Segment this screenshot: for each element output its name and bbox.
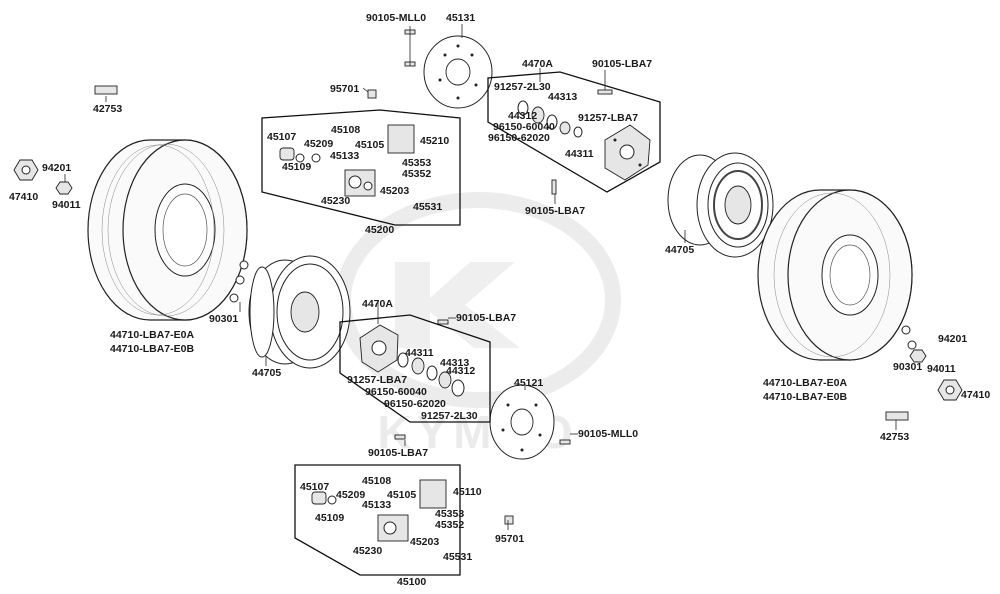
label-47410-right: 47410 (961, 389, 990, 401)
label-96150-60040-top: 96150-60040 (493, 121, 555, 133)
left-wheel-rim (248, 255, 351, 369)
label-44710-e0b-left: 44710-LBA7-E0B (110, 343, 194, 355)
label-47410-left: 47410 (9, 191, 38, 203)
part-labels: 90105-MLL0 45131 95701 42753 45107 45108… (9, 12, 990, 588)
label-96150-60040-bot: 96150-60040 (365, 386, 427, 398)
label-90105-lba7-mid: 90105-LBA7 (525, 205, 585, 217)
label-45209-bot: 45209 (336, 489, 365, 501)
label-44710-e0b-right: 44710-LBA7-E0B (763, 391, 847, 403)
bearings-top (517, 100, 583, 138)
label-45230-top: 45230 (321, 195, 350, 207)
label-45131: 45131 (446, 12, 475, 24)
label-45210: 45210 (420, 135, 449, 147)
label-44705-left: 44705 (252, 367, 281, 379)
label-42753-left: 42753 (93, 103, 122, 115)
label-45203-bot: 45203 (410, 536, 439, 548)
leader-lines (64, 24, 897, 530)
label-96150-62020-bot: 96150-62020 (384, 398, 446, 410)
label-91257-lba7-bot: 91257-LBA7 (347, 374, 407, 386)
label-45353-top: 45353 (402, 157, 431, 169)
label-44710-e0a-left: 44710-LBA7-E0A (110, 329, 194, 341)
label-45110: 45110 (453, 486, 482, 498)
label-90301-right: 90301 (893, 361, 922, 373)
label-90301-left: 90301 (209, 313, 238, 325)
label-45105-top: 45105 (355, 139, 384, 151)
label-4470a-top: 4470A (522, 58, 553, 70)
brake-disc-top (423, 35, 493, 109)
brake-disc-bottom (489, 384, 555, 460)
label-44312-top: 44312 (508, 110, 537, 122)
caliper-box-bottom (294, 464, 461, 576)
label-45105-bot: 45105 (387, 489, 416, 501)
label-94201-right: 94201 (938, 333, 967, 345)
hub-box-bottom (339, 314, 491, 423)
label-91257-lba7-top: 91257-LBA7 (578, 112, 638, 124)
label-45352-bot: 45352 (435, 519, 464, 531)
label-44710-e0a-right: 44710-LBA7-E0A (763, 377, 847, 389)
left-tire (87, 139, 248, 321)
label-45121: 45121 (514, 377, 543, 389)
label-91257-2l30-bot: 91257-2L30 (421, 410, 478, 422)
label-44313-bot: 44313 (440, 357, 469, 369)
label-90105-lba7-tr: 90105-LBA7 (592, 58, 652, 70)
label-45352-top: 45352 (402, 168, 431, 180)
label-44311-bot: 44311 (405, 347, 434, 359)
label-90105-lba7-b2: 90105-LBA7 (368, 447, 428, 459)
label-90105-lba7-b1: 90105-LBA7 (456, 312, 516, 324)
hardware-small-parts (13, 29, 963, 525)
label-94011-left: 94011 (52, 199, 81, 211)
label-4470a-bot: 4470A (362, 298, 393, 310)
label-90105-mll0-top: 90105-MLL0 (366, 12, 426, 24)
label-45109-bot: 45109 (315, 512, 344, 524)
right-tire (757, 189, 913, 361)
label-91257-2l30-top: 91257-2L30 (494, 81, 551, 93)
hub-left (359, 324, 399, 373)
label-96150-62020-top: 96150-62020 (488, 132, 550, 144)
right-wheel-rim (667, 152, 774, 258)
label-45107-top: 45107 (267, 131, 296, 143)
label-95701-top: 95701 (330, 83, 359, 95)
label-45531-top: 45531 (413, 201, 442, 213)
caliper-box-top (261, 109, 461, 226)
label-45100: 45100 (397, 576, 426, 588)
label-45108-top: 45108 (331, 124, 360, 136)
label-45107-bot: 45107 (300, 481, 329, 493)
label-45200: 45200 (365, 224, 394, 236)
label-44705-right: 44705 (665, 244, 694, 256)
label-94201-left: 94201 (42, 162, 71, 174)
label-90105-mll0-bot: 90105-MLL0 (578, 428, 638, 440)
label-94011-right: 94011 (927, 363, 956, 375)
label-95701-bot: 95701 (495, 533, 524, 545)
label-45133-top: 45133 (330, 150, 359, 162)
label-45209-top: 45209 (304, 138, 333, 150)
label-42753-right: 42753 (880, 431, 909, 443)
label-44312-bot: 44312 (446, 365, 475, 377)
label-44311-top: 44311 (565, 148, 594, 160)
hub-box-top (487, 71, 661, 193)
label-45230-bot: 45230 (353, 545, 382, 557)
hub-right (604, 124, 651, 181)
bearings-bottom (397, 352, 465, 397)
label-45133-bot: 45133 (362, 499, 391, 511)
label-44313-top: 44313 (548, 91, 577, 103)
label-45108-bot: 45108 (362, 475, 391, 487)
label-45531-bot: 45531 (443, 551, 472, 563)
label-45353-bot: 45353 (435, 508, 464, 520)
label-45109-top: 45109 (282, 161, 311, 173)
label-45203-top: 45203 (380, 185, 409, 197)
